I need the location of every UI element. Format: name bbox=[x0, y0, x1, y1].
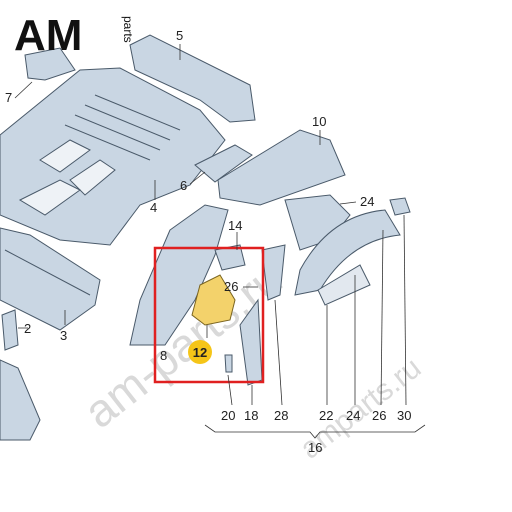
am-parts-logo: AM parts bbox=[14, 11, 135, 60]
bottom-callout-20: 20 bbox=[221, 408, 235, 423]
panel-part-10 bbox=[217, 129, 346, 206]
callout-24: 24 bbox=[360, 194, 374, 209]
bottom-callout-28: 28 bbox=[274, 408, 288, 423]
bottom-callout-22: 22 bbox=[319, 408, 333, 423]
leader-lines bbox=[14, 44, 407, 406]
plate-part-2 bbox=[1, 309, 19, 351]
bracket-part-6 bbox=[194, 144, 253, 183]
callout-4: 4 bbox=[150, 200, 157, 215]
callout-5: 5 bbox=[176, 28, 183, 43]
callout-10: 10 bbox=[312, 114, 326, 129]
highlighted-part-12 bbox=[191, 274, 236, 326]
bottom-callout-24: 24 bbox=[346, 408, 360, 423]
badge-12 bbox=[188, 340, 212, 364]
clip-part-20 bbox=[224, 354, 233, 373]
logo-parts: parts bbox=[121, 16, 135, 43]
group-label-16: 16 bbox=[308, 440, 322, 455]
rail-part-5 bbox=[129, 34, 256, 123]
callout-14: 14 bbox=[228, 218, 242, 233]
callout-8: 8 bbox=[160, 348, 167, 363]
corner-piece bbox=[0, 359, 41, 441]
bottom-callout-18: 18 bbox=[244, 408, 258, 423]
bottom-callout-26: 26 bbox=[372, 408, 386, 423]
logo-am: AM bbox=[14, 11, 82, 60]
callout-3: 3 bbox=[60, 328, 67, 343]
callout-26: 26 bbox=[224, 279, 238, 294]
wheel-arch-inner bbox=[284, 194, 411, 306]
group-bracket bbox=[204, 424, 426, 439]
callout-6: 6 bbox=[180, 178, 187, 193]
floor-panel bbox=[0, 67, 226, 246]
callout-2: 2 bbox=[24, 321, 31, 336]
callout-12: 12 bbox=[193, 345, 207, 360]
bottom-callout-30: 30 bbox=[397, 408, 411, 423]
callout-7: 7 bbox=[5, 90, 12, 105]
highlight-frame bbox=[153, 246, 265, 384]
bracket-part-7 bbox=[24, 47, 76, 81]
sill-part-3 bbox=[0, 227, 101, 331]
